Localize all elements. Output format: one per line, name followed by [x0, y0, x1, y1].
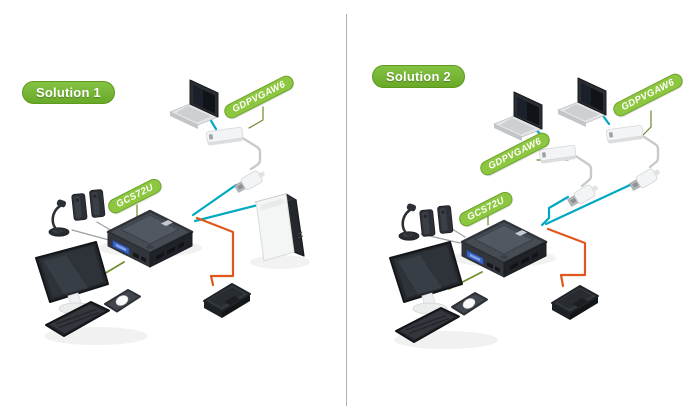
kvm-tower-cable	[193, 203, 260, 223]
adapter-usb-cable	[239, 135, 262, 171]
laptop-1	[493, 91, 543, 142]
mic-cable	[71, 229, 110, 241]
kvm-switch	[106, 209, 194, 269]
solution2-devices	[389, 77, 663, 343]
microphone	[397, 201, 421, 242]
adapter1-usb-cable	[572, 153, 593, 188]
power-adapter	[551, 285, 599, 321]
kvm-switch	[460, 219, 548, 279]
monitor	[389, 241, 463, 315]
power-cable	[195, 216, 235, 287]
solution1-devices	[35, 79, 305, 337]
adapter2-usb-cable	[639, 133, 660, 169]
kvm-usb-cable	[191, 183, 238, 217]
solution-divider	[346, 14, 347, 406]
power-cable	[546, 227, 587, 288]
mouse-and-pad	[104, 289, 141, 313]
speakers	[419, 204, 454, 238]
adapter2-label-leader	[642, 110, 652, 136]
usb1-kvm-cable	[540, 195, 570, 227]
video-adapter	[205, 126, 245, 147]
microphone	[47, 197, 71, 238]
video-adapter-1	[538, 144, 578, 165]
solution1-badge: Solution 1	[22, 81, 115, 104]
speakers	[71, 188, 106, 222]
usb-plug	[232, 166, 268, 196]
solution2-badge: Solution 2	[372, 65, 465, 88]
usb2-kvm-cable	[544, 183, 632, 226]
power-adapter	[203, 283, 251, 319]
speaker-cable	[96, 221, 113, 232]
laptop-2	[557, 77, 607, 128]
usb-plug-2	[627, 164, 663, 194]
desktop-tower	[255, 193, 305, 262]
video-adapter-2	[605, 124, 645, 145]
monitor	[35, 241, 109, 315]
adapter-label-leader	[248, 106, 264, 129]
laptop-adapter-cable	[208, 117, 218, 131]
mouse-and-pad	[451, 292, 488, 316]
